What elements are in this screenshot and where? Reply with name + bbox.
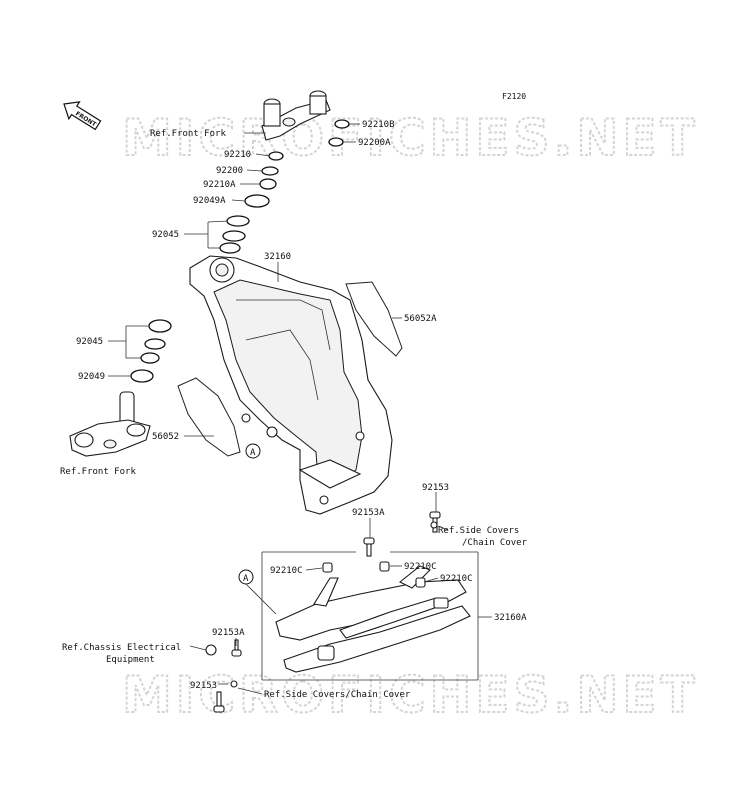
bolt-92153a-top [363, 537, 375, 557]
label-92210: 92210 [224, 150, 251, 160]
label-56052a: 56052A [404, 314, 437, 324]
clip-side-cover-top [430, 521, 438, 529]
label-92210c-mid: 92210C [404, 562, 437, 572]
washer-92200a [328, 137, 344, 147]
rear-subframe [275, 565, 471, 673]
bearing-92045-upper-3 [219, 242, 241, 254]
label-ref-side-covers-bottom: Ref.Side Covers/Chain Cover [264, 690, 411, 700]
seal-92049a [244, 194, 270, 208]
bolt-92153a-bottom [231, 639, 242, 657]
frame-guard-left [177, 377, 241, 457]
bearing-92045-upper-2 [222, 230, 246, 242]
nut-92210b [334, 119, 350, 129]
bushing-92210c-left [322, 562, 333, 573]
bearing-92045-lower-3 [140, 352, 160, 364]
label-92153-bottom: 92153 [190, 681, 217, 691]
label-92210a: 92210A [203, 180, 236, 190]
bolt-92153-bottom [213, 691, 225, 713]
ref-marker-a-lower-label: A [243, 574, 249, 584]
grommet-chassis-electrical [205, 644, 217, 656]
label-32160a: 32160A [494, 613, 527, 623]
label-92153a-bottom: 92153A [212, 628, 245, 638]
label-ref-side-covers-top-1: Ref.Side Covers [438, 526, 519, 536]
label-ref-front-fork-top: Ref.Front Fork [150, 129, 226, 139]
bushing-92210c-mid [379, 561, 390, 572]
label-ref-side-covers-top-2: /Chain Cover [462, 538, 528, 548]
label-92045-top: 92045 [152, 230, 179, 240]
frame-guard-right [345, 281, 403, 357]
label-92153a-top: 92153A [352, 508, 385, 518]
ref-marker-a-upper-label: A [250, 448, 256, 458]
ref-marker-a-upper [245, 443, 261, 459]
label-92210c-left: 92210C [270, 566, 303, 576]
seal-92049 [130, 369, 154, 383]
label-92153-top: 92153 [422, 483, 449, 493]
diagram-code: F2120 [502, 92, 526, 101]
label-ref-chassis-1: Ref.Chassis Electrical [62, 643, 181, 653]
label-56052: 56052 [152, 432, 179, 442]
label-92210b: 92210B [362, 120, 395, 130]
label-ref-front-fork-bottom: Ref.Front Fork [60, 467, 136, 477]
label-32160: 32160 [264, 252, 291, 262]
washer-92200 [261, 166, 279, 176]
label-92049: 92049 [78, 372, 105, 382]
nut-92210a [259, 178, 277, 190]
watermark-bottom: MICROFICHES.NET [122, 666, 699, 724]
bushing-92210c-right [415, 577, 426, 588]
bearing-92045-lower-1 [148, 319, 172, 333]
label-92200a: 92200A [358, 138, 391, 148]
front-arrow-icon: FRONT [63, 101, 102, 131]
label-ref-chassis-2: Equipment [106, 655, 155, 665]
label-92210c-right: 92210C [440, 574, 473, 584]
clip-side-cover-bottom [230, 680, 238, 688]
upper-fork-bracket [261, 90, 331, 141]
nut-92210 [268, 151, 284, 161]
label-92200: 92200 [216, 166, 243, 176]
label-92045-bottom: 92045 [76, 337, 103, 347]
lower-fork-bracket [69, 391, 151, 457]
leader-lines [108, 123, 492, 695]
bearing-92045-lower-2 [144, 338, 166, 350]
bearing-92045-upper-1 [226, 215, 250, 227]
label-92049a: 92049A [193, 196, 226, 206]
watermark-top: MICROFICHES.NET [122, 109, 699, 167]
main-frame [189, 255, 393, 515]
